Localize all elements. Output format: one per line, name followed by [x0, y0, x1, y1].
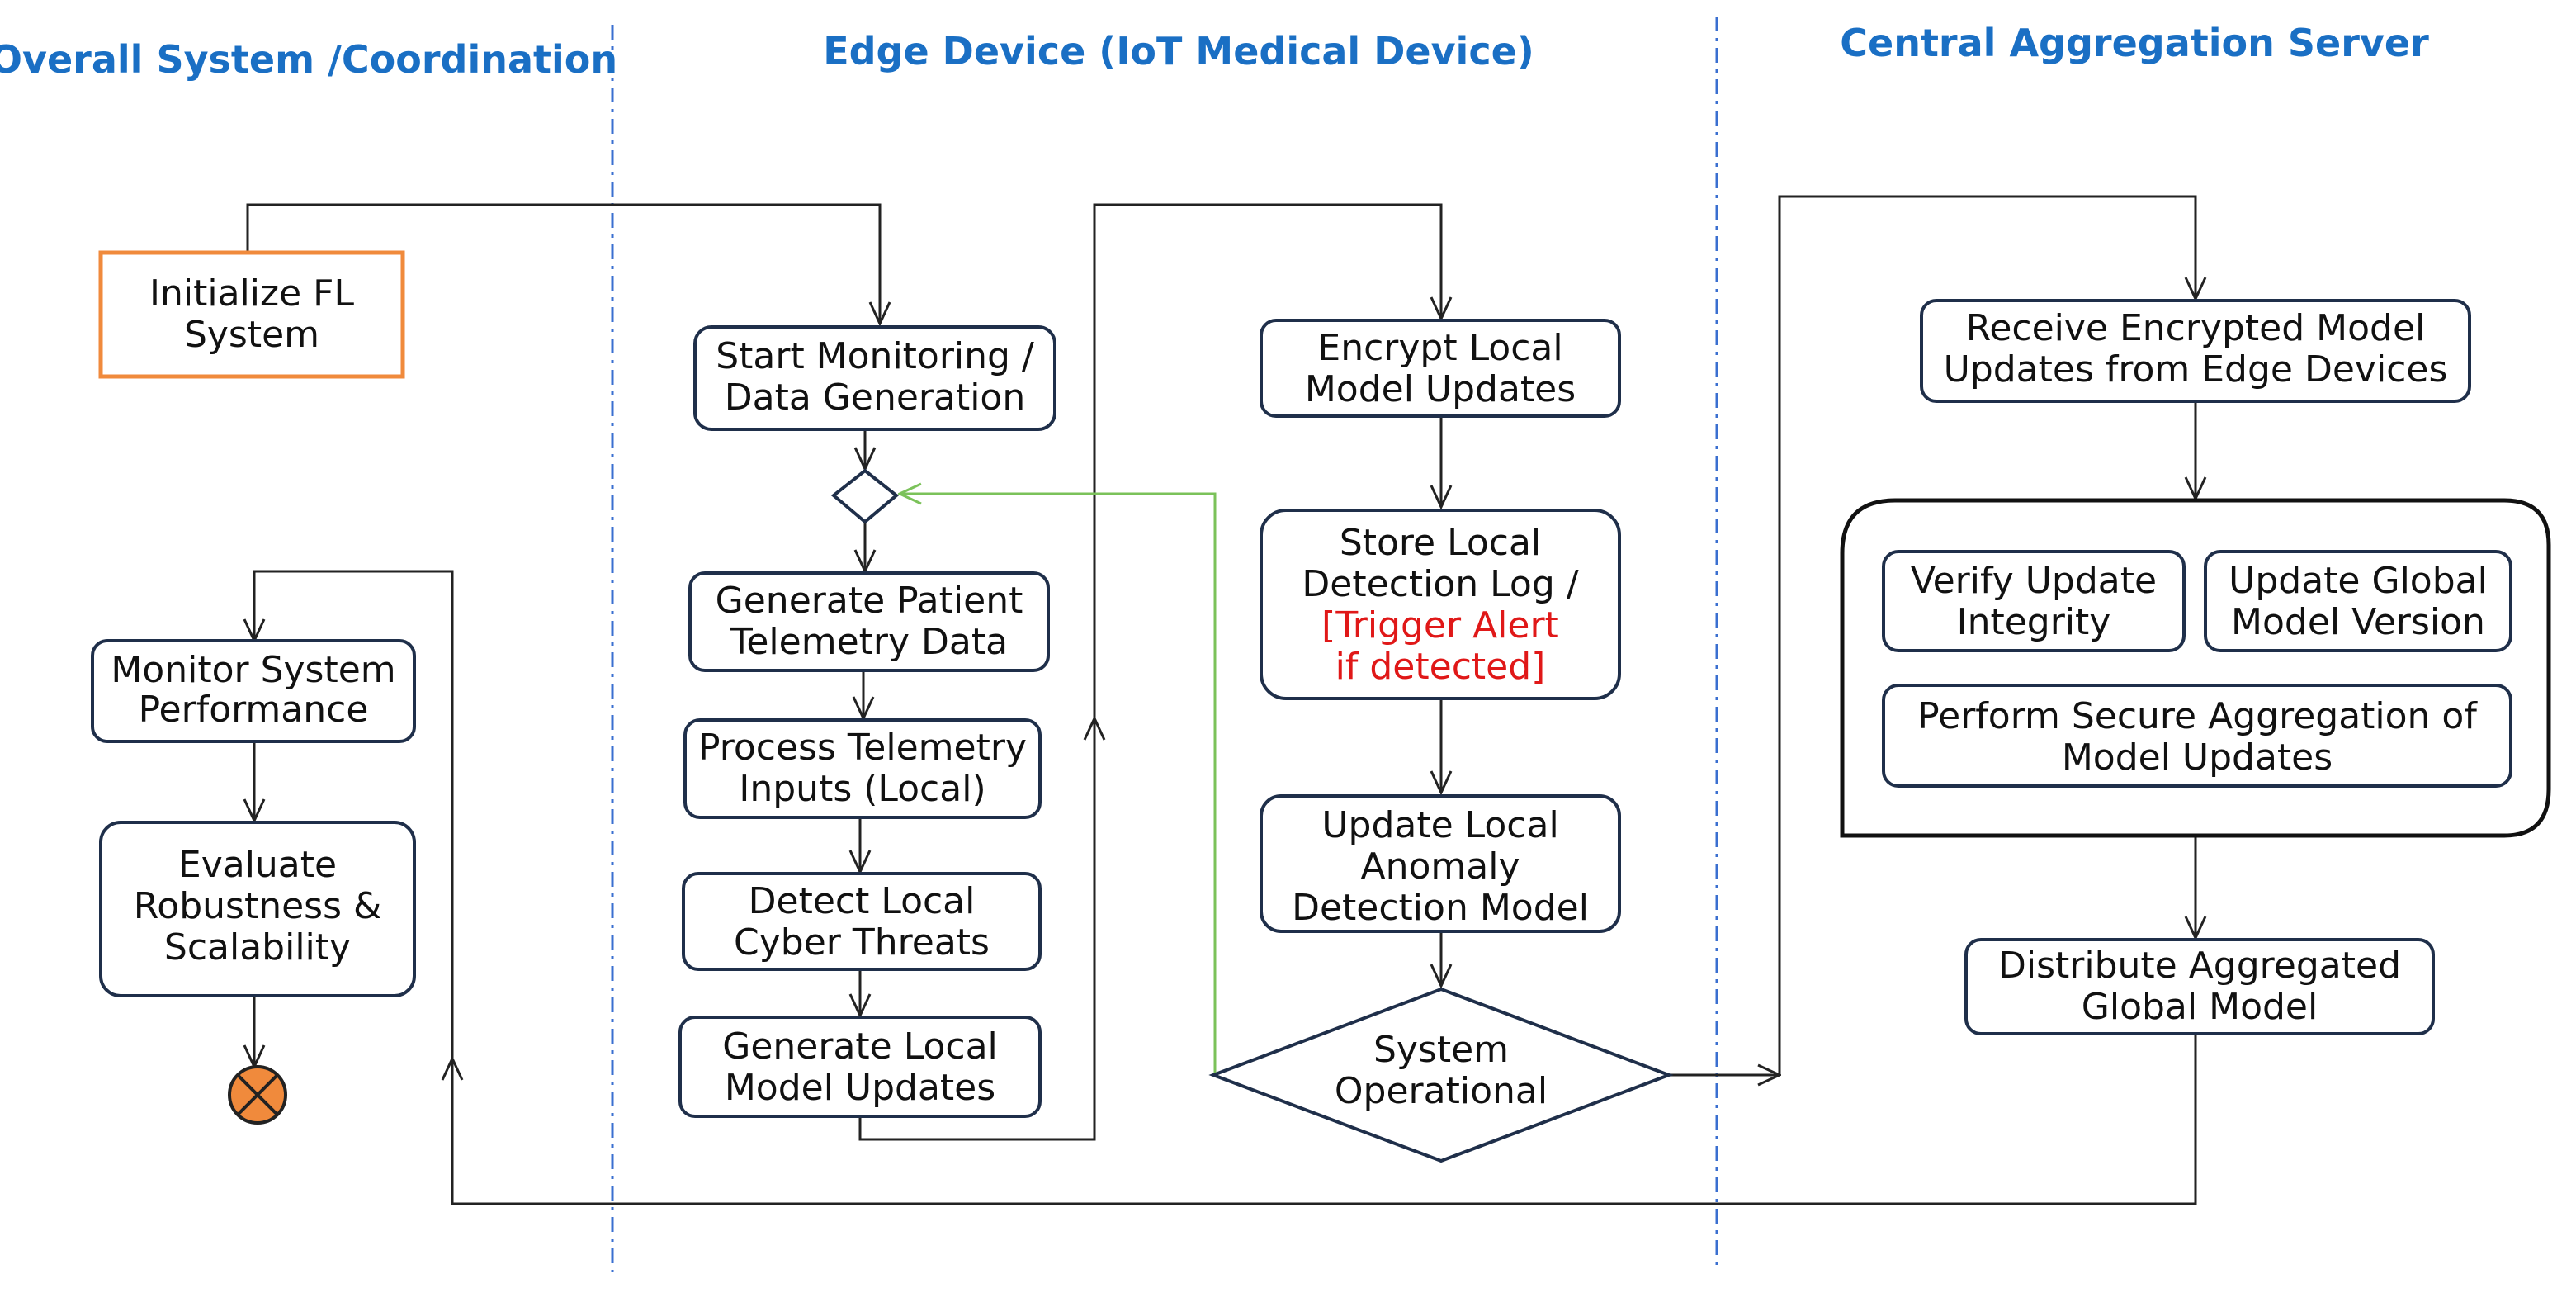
- node-label-line: Receive Encrypted Model: [1966, 307, 2426, 349]
- lane-title-edge-device: Edge Device (IoT Medical Device): [823, 29, 1534, 73]
- node-label-line: System: [1373, 1029, 1509, 1071]
- node-label-line: Operational: [1335, 1070, 1548, 1112]
- node-monitor-system-performance: Monitor System Performance: [91, 639, 416, 743]
- node-start-monitoring: Start Monitoring / Data Generation: [693, 325, 1056, 431]
- node-label-line: Verify Update: [1911, 560, 2157, 602]
- node-label-line: Performance: [139, 689, 369, 731]
- node-label-line: Process Telemetry: [698, 727, 1027, 769]
- node-label-line: Global Model: [2082, 986, 2318, 1028]
- node-initialize-fl-system: Initialize FL System: [98, 250, 405, 379]
- node-label-line: Perform Secure Aggregation of: [1917, 695, 2478, 737]
- node-label-line: Update Local: [1321, 804, 1558, 846]
- node-label-line: Robustness &: [134, 885, 382, 927]
- node-label-line: Integrity: [1957, 601, 2111, 643]
- flow-updates-to-riser: [858, 718, 1094, 1141]
- node-label-line: Anomaly: [1361, 845, 1520, 888]
- node-label-line: Detection Log /: [1302, 563, 1578, 605]
- node-label-line: Model Updates: [2062, 736, 2333, 779]
- node-generate-patient-telemetry: Generate Patient Telemetry Data: [688, 571, 1050, 672]
- node-label-line: System: [184, 314, 319, 356]
- node-label-line: Inputs (Local): [739, 768, 985, 810]
- node-label-line: Model Updates: [1305, 368, 1576, 410]
- node-label-line: Evaluate: [178, 844, 337, 886]
- lane-title-server: Central Aggregation Server: [1840, 21, 2429, 65]
- node-update-global-model-version: Update Global Model Version: [2204, 550, 2512, 652]
- node-label-line: Model Updates: [725, 1067, 995, 1109]
- node-label-line: Monitor System: [111, 649, 395, 691]
- node-process-telemetry-inputs: Process Telemetry Inputs (Local): [683, 718, 1042, 819]
- node-generate-local-model-updates: Generate Local Model Updates: [678, 1016, 1042, 1118]
- flow-init-to-start: [246, 203, 880, 324]
- node-perform-secure-aggregation: Perform Secure Aggregation of Model Upda…: [1882, 684, 2512, 788]
- node-receive-encrypted-updates: Receive Encrypted Model Updates from Edg…: [1920, 299, 2471, 403]
- node-distribute-aggregated-model: Distribute Aggregated Global Model: [1964, 938, 2435, 1035]
- flow-return-to-monitor: [254, 570, 454, 1073]
- decision-node: [830, 468, 900, 524]
- flow-to-receive: [1778, 195, 2196, 1075]
- node-label-line: Telemetry Data: [730, 621, 1008, 663]
- node-evaluate-robustness: Evaluate Robustness & Scalability: [99, 821, 416, 997]
- node-label-line: Data Generation: [725, 377, 1026, 419]
- node-verify-update-integrity: Verify Update Integrity: [1882, 550, 2186, 652]
- node-label-line: Detect Local: [749, 880, 976, 922]
- node-label-line: Initialize FL: [149, 272, 354, 315]
- node-label-line: Cyber Threats: [734, 921, 990, 964]
- node-label-line: Store Local: [1340, 522, 1541, 564]
- alert-label-line: if detected]: [1335, 646, 1546, 688]
- node-encrypt-local-model-updates: Encrypt Local Model Updates: [1260, 319, 1621, 418]
- node-label-line: Scalability: [164, 926, 351, 969]
- node-label-line: Start Monitoring /: [716, 335, 1034, 377]
- flow-feedback-to-decision: [900, 494, 1217, 1075]
- node-label-line: Distribute Aggregated: [1998, 945, 2401, 987]
- decision-system-operational: System Operational: [1208, 987, 1674, 1163]
- lane-title-coordination: Overall System /Coordination: [0, 37, 617, 82]
- node-store-local-detection-log: Store Local Detection Log / [Trigger Ale…: [1260, 509, 1621, 700]
- node-update-local-anomaly-model: Update Local Anomaly Detection Model: [1260, 794, 1621, 933]
- alert-label-line: [Trigger Alert: [1321, 604, 1559, 646]
- node-label-line: Detection Model: [1292, 887, 1589, 929]
- node-label-line: Model Version: [2231, 601, 2485, 643]
- node-label-line: Generate Local: [722, 1025, 998, 1068]
- flow-distribute-to-return: [452, 1034, 2197, 1205]
- end-node: [228, 1065, 287, 1125]
- node-label-line: Updates from Edge Devices: [1944, 348, 2448, 391]
- node-label-line: Encrypt Local: [1317, 327, 1562, 369]
- node-label-line: Generate Patient: [716, 580, 1023, 622]
- node-label-line: Update Global: [2229, 560, 2488, 602]
- flow-riser-to-encrypt: [1093, 203, 1441, 735]
- node-detect-local-cyber-threats: Detect Local Cyber Threats: [682, 872, 1042, 971]
